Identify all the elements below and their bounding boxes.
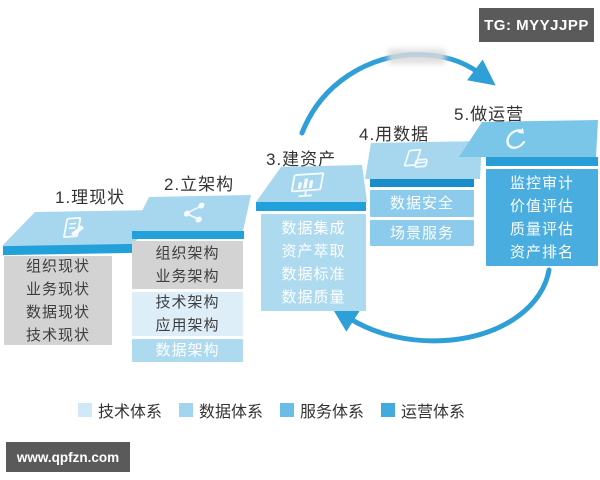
legend-swatch-ops (381, 403, 396, 417)
legend-label-tech: 技术体系 (98, 404, 163, 421)
step-2-platform (132, 195, 251, 231)
clipboard-pencil-icon (63, 216, 84, 238)
legend-label-ops: 运营体系 (401, 404, 466, 421)
box-line: 监控审计 (509, 174, 574, 192)
box-line: 组织现状 (25, 257, 90, 275)
box-line: 价值评估 (509, 197, 574, 215)
box-line: 数据标准 (281, 265, 346, 283)
legend-label-data: 数据体系 (199, 404, 264, 421)
step-4-label: 4.用数据 (359, 125, 430, 144)
box-line: 业务现状 (25, 280, 90, 298)
legend-swatch-data (179, 403, 194, 417)
box-line: 数据架构 (155, 342, 220, 359)
legend: 技术体系 数据体系 服务体系 运营体系 (78, 398, 465, 422)
box-line: 技术架构 (155, 294, 220, 311)
box-line: 技术现状 (25, 326, 90, 344)
step-1-items-box: 组织现状 业务现状 数据现状 技术现状 (4, 256, 112, 345)
box-line: 质量评估 (509, 220, 574, 238)
cycle-arrow-bottom (331, 267, 552, 344)
step-2-architecture-box: 组织架构 业务架构 (132, 241, 243, 289)
box-line: 数据质量 (281, 288, 346, 306)
legend-label-service: 服务体系 (300, 404, 365, 421)
box-line: 数据安全 (389, 195, 454, 212)
legend-item-service: 服务体系 (280, 398, 364, 422)
step-4-platform-edge (370, 179, 474, 187)
legend-swatch-service (280, 403, 295, 417)
legend-item-tech: 技术体系 (78, 398, 162, 422)
share-network-icon (183, 202, 205, 223)
step-2-tech-box: 技术架构 应用架构 (132, 292, 243, 336)
box-line: 组织架构 (155, 245, 220, 262)
telegram-watermark: TG: MYYJJPP (479, 8, 594, 42)
step-3-label: 3.建资产 (266, 150, 337, 169)
recycle-icon (506, 127, 526, 149)
box-line: 资产排名 (509, 243, 574, 261)
step-4-security-box: 数据安全 (370, 190, 474, 217)
box-line: 应用架构 (155, 317, 220, 334)
step-5-platform (459, 120, 598, 157)
step-1-label: 1.理现状 (55, 188, 126, 207)
step-5-items-box: 监控审计 价值评估 质量评估 资产排名 (486, 169, 598, 266)
blurred-watermark-patch (388, 49, 446, 64)
box-line: 业务架构 (155, 268, 220, 285)
document-card-icon (403, 149, 428, 168)
legend-item-data: 数据体系 (179, 398, 263, 422)
box-line: 场景服务 (389, 224, 454, 242)
step-4-service-box: 场景服务 (370, 220, 474, 246)
legend-swatch-tech (78, 403, 92, 417)
website-watermark: www.qpfzn.com (6, 442, 130, 472)
legend-item-ops: 运营体系 (381, 398, 465, 422)
box-line: 数据现状 (25, 303, 90, 321)
step-5-label: 5.做运营 (454, 105, 525, 124)
monitor-chart-icon (290, 172, 325, 198)
step-2-data-box: 数据架构 (132, 339, 243, 362)
step-3-items-box: 数据集成 资产萃取 数据标准 数据质量 (261, 214, 366, 311)
box-line: 资产萃取 (281, 242, 346, 260)
step-2-label: 2.立架构 (164, 175, 235, 194)
box-line: 数据集成 (281, 219, 346, 237)
step-3-platform-edge (256, 202, 366, 211)
step-5-platform-edge (486, 157, 598, 166)
step-2-platform-edge (132, 231, 244, 239)
